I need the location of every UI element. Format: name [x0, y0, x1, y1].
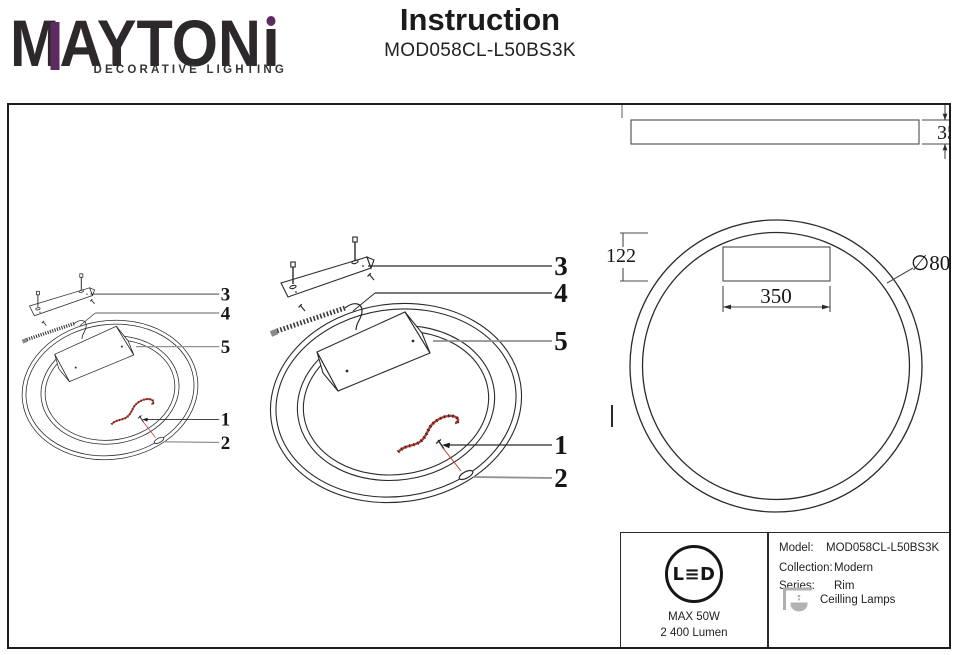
led-badge-cell: L≡D MAX 50W 2 400 Lumen [621, 533, 767, 647]
brand-purple-accent [50, 22, 60, 70]
dim-350-lines [722, 286, 831, 312]
spec-value-type: Ceilling Lamps [820, 594, 896, 606]
spec-label-collection: Collection: [779, 562, 833, 574]
leader-arrow [442, 442, 450, 449]
front-view: 122 350 ∅800 [606, 219, 949, 513]
drawing-frame: 35 122 [7, 103, 951, 649]
spec-list: Model: MOD058CL-L50BS3K Collection: Mode… [767, 533, 949, 647]
brand-tagline: DECORATIVE LIGHTING [93, 64, 287, 76]
title-block: Instruction MOD058CL-L50BS3K [310, 3, 650, 62]
connector-lead [442, 447, 462, 472]
exploded-view: 3 4 5 1 2 [269, 236, 568, 504]
part-number-driver: 5 [554, 326, 568, 356]
small-screw [298, 303, 306, 312]
spec-value-model: MOD058CL-L50BS3K [826, 542, 940, 554]
mount-plate [722, 246, 831, 282]
brand-wordmark: MAYTON [10, 10, 276, 76]
small-screw [367, 272, 375, 281]
panel-divider [767, 533, 769, 647]
part-number-connector: 2 [554, 463, 568, 493]
spec-value-series: Rim [834, 580, 855, 592]
dim-122-lines [620, 232, 648, 282]
technical-drawing: 35 122 [9, 105, 949, 513]
spec-value-collection: Modern [834, 562, 873, 574]
exploded-view-small [13, 274, 231, 471]
dim-plate-width: 350 [760, 284, 792, 308]
leader-wire-diag [352, 292, 376, 312]
max-power: MAX 50W [668, 611, 720, 623]
panel-stub-line [611, 405, 613, 427]
driver-box [316, 311, 431, 392]
dim-diameter: ∅800 [911, 251, 949, 275]
spec-label-model: Model: [779, 542, 814, 554]
supply-wire [269, 303, 363, 337]
model-number: MOD058CL-L50BS3K [384, 40, 576, 61]
diameter-leader [886, 267, 914, 284]
brand-logo: MAYTON [10, 10, 310, 76]
dim-thickness: 35 [937, 122, 949, 144]
spec-panel: L≡D MAX 50W 2 400 Lumen Model: MOD058CL-… [620, 532, 949, 647]
mount-bracket [280, 236, 375, 312]
dim-plate-offset: 122 [606, 245, 636, 267]
part-number-wire: 4 [554, 278, 568, 308]
ceiling-lamp-icon [783, 587, 812, 612]
page-title: Instruction [399, 2, 561, 37]
ring-inner-circle [641, 231, 911, 501]
brand-letter-i [266, 16, 276, 66]
bracket-screw [290, 261, 296, 284]
ring-outer-circle [629, 219, 923, 513]
driver-screw [345, 369, 349, 373]
driver-screw [411, 339, 415, 343]
part-number-bracket: 3 [554, 251, 568, 281]
led-badge: L≡D [665, 545, 723, 603]
lumen-output: 2 400 Lumen [660, 627, 728, 639]
led-badge-text: L≡D [672, 563, 716, 585]
led-strip-wire [396, 414, 460, 454]
bracket-screw [352, 236, 358, 260]
side-view: 35 [630, 105, 949, 159]
connector [458, 469, 474, 481]
part-number-led-strip: 1 [554, 430, 568, 460]
leader-connector [472, 476, 553, 479]
